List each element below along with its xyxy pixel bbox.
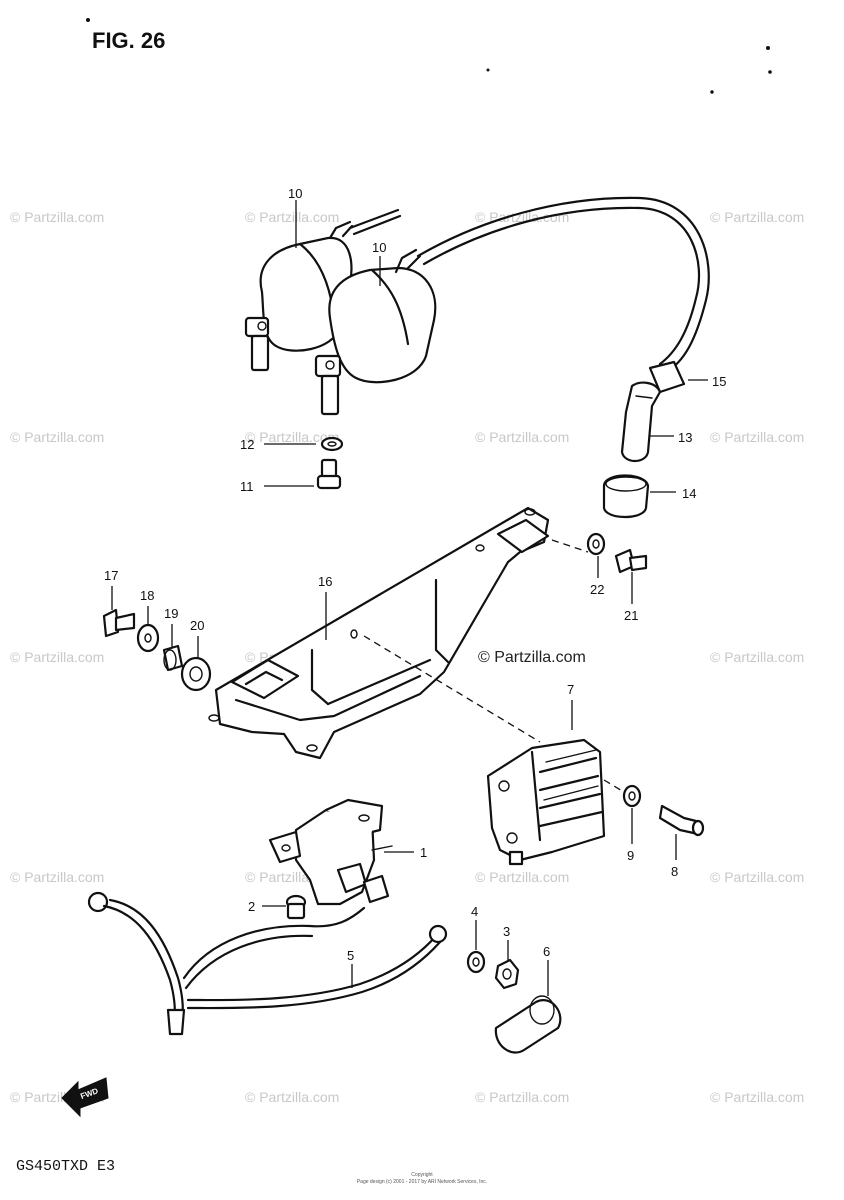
- callout-8: 8: [671, 864, 678, 879]
- callout-9: 9: [627, 848, 634, 863]
- watermark: © Partzilla.com: [245, 209, 339, 225]
- callout-20: 20: [190, 618, 204, 633]
- mounting-bracket: [208, 506, 550, 760]
- bracket-collar: [162, 644, 184, 672]
- coil-bolt: [316, 458, 342, 490]
- callout-2: 2: [248, 899, 255, 914]
- high-tension-lead: [416, 196, 710, 394]
- callout-21: 21: [624, 608, 638, 623]
- watermark: © Partzilla.com: [710, 209, 804, 225]
- relay-screw: [285, 894, 307, 920]
- forward-arrow-icon: FWD: [61, 1077, 109, 1118]
- watermark: © Partzilla.com: [475, 1089, 569, 1105]
- watermark: © Partzilla.com: [710, 1089, 804, 1105]
- callout-7: 7: [567, 682, 574, 697]
- callout-13: 13: [678, 430, 692, 445]
- callout-10: 10: [288, 186, 302, 201]
- model-code: GS450TXD E3: [16, 1158, 115, 1175]
- plug-cap-seal: [602, 474, 650, 519]
- bracket-grommet: [180, 656, 212, 692]
- copyright-line-1: Copyright: [411, 1172, 433, 1178]
- copyright-line-2: Page design (c) 2001 - 2017 by ARI Netwo…: [357, 1179, 487, 1185]
- callout-6: 6: [543, 944, 550, 959]
- callout-19: 19: [164, 606, 178, 621]
- watermark: © Partzilla.com: [10, 429, 104, 445]
- callout-14: 14: [682, 486, 696, 501]
- callout-11: 11: [240, 479, 254, 494]
- center-watermark: © Partzilla.com: [478, 649, 586, 666]
- watermark: © Partzilla.com: [475, 869, 569, 885]
- starter-relay: [268, 798, 393, 906]
- watermark: © Partzilla.com: [10, 649, 104, 665]
- terminal-nut: [494, 958, 520, 990]
- bracket-right-washer: [586, 532, 606, 556]
- terminal-boot: [494, 995, 562, 1054]
- callout-22: 22: [590, 582, 604, 597]
- battery-lead: [87, 891, 448, 1036]
- watermark: © Partzilla.com: [710, 649, 804, 665]
- watermark: © Partzilla.com: [10, 209, 104, 225]
- callout-3: 3: [503, 924, 510, 939]
- callout-18: 18: [140, 588, 154, 603]
- watermark: © Partzilla.com: [10, 869, 104, 885]
- spark-plug-cap: [620, 381, 662, 463]
- scan-specks: [86, 18, 772, 94]
- callout-4: 4: [471, 904, 478, 919]
- watermark: © Partzilla.com: [710, 869, 804, 885]
- leader-lines: [111, 200, 708, 996]
- watermark: © Partzilla.com: [475, 429, 569, 445]
- alignment-line: [551, 539, 589, 553]
- watermark: © Partzilla.com: [710, 429, 804, 445]
- watermark-grid: © Partzilla.com © Partzilla.com © Partzi…: [10, 209, 804, 1105]
- callout-5: 5: [347, 948, 354, 963]
- regulator-rectifier: [486, 738, 606, 866]
- callout-1: 1: [420, 845, 427, 860]
- bracket-washer: [136, 623, 160, 653]
- callout-10: 10: [372, 240, 386, 255]
- ignition-coil-front: [314, 248, 437, 416]
- alignment-line: [363, 635, 541, 743]
- callout-17: 17: [104, 568, 118, 583]
- bracket-right-bolt: [614, 548, 648, 574]
- callout-16: 16: [318, 574, 332, 589]
- watermark: © Partzilla.com: [245, 1089, 339, 1105]
- callout-15: 15: [712, 374, 726, 389]
- watermark: © Partzilla.com: [245, 429, 339, 445]
- alignment-line: [603, 779, 625, 793]
- callout-12: 12: [240, 437, 254, 452]
- regulator-washer: [622, 784, 642, 808]
- figure-title: FIG. 26: [92, 28, 165, 53]
- terminal-washer: [466, 950, 486, 974]
- regulator-bolt: [658, 804, 705, 837]
- bracket-bolt: [102, 608, 136, 638]
- coil-washer: [320, 436, 344, 452]
- ignition-coil-rear: [244, 208, 402, 372]
